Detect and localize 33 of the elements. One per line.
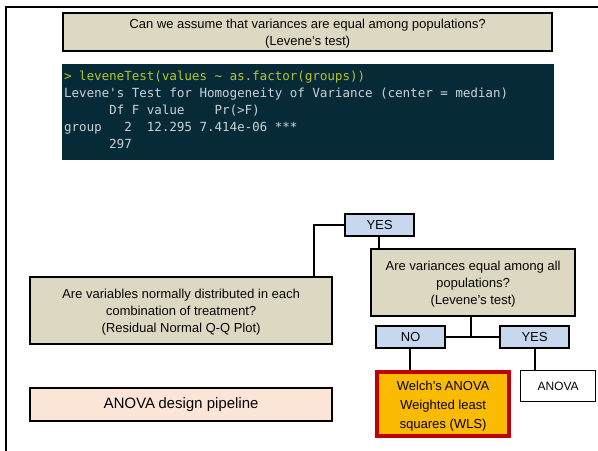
box-text: Are variances equal among all populations? <box>384 257 562 291</box>
connector-line <box>313 224 344 276</box>
box-text: Are variables normally distributed in each combination of treatment? <box>61 285 301 319</box>
connector-line <box>534 349 536 370</box>
box-text: ANOVA design pipeline <box>104 394 258 414</box>
command-line: > leveneTest(values ~ as.factor(groups)) <box>64 67 366 84</box>
question-box <box>370 248 576 317</box>
output-line: group 2 12.295 7.414e-06 *** <box>64 118 298 135</box>
output-line: 297 <box>108 135 133 152</box>
box-text: (Levene’s test) <box>430 291 516 308</box>
box-text: ANOVA <box>537 378 579 395</box>
box-text: Welch’s ANOVA <box>396 376 490 394</box>
box-text: (Residual Normal Q-Q Plot) <box>102 319 260 336</box>
connector-line <box>378 237 380 248</box>
box-text: Weighted least squares (WLS) <box>398 396 488 432</box>
answer-box <box>344 213 415 237</box>
output-line: Levene's Test for Homogeneity of Variance (center = median) <box>64 84 510 101</box>
result-box <box>520 370 596 402</box>
answer-label: YES <box>521 328 548 346</box>
question-box <box>29 276 333 345</box>
box-text: Can we assume that variances are equal among populations? <box>129 15 486 32</box>
title-box <box>29 387 333 422</box>
output-line: Df F value Pr(>F) <box>108 101 261 118</box>
box-text: (Levene’s test) <box>264 32 350 49</box>
connector-line <box>409 349 411 370</box>
result-box <box>375 370 511 438</box>
answer-box <box>499 325 570 349</box>
console-output-panel <box>62 64 554 160</box>
answer-label: YES <box>366 216 392 234</box>
question-box <box>62 12 553 52</box>
connector-line <box>470 317 499 338</box>
answer-label: NO <box>400 328 420 346</box>
answer-box <box>375 325 446 349</box>
